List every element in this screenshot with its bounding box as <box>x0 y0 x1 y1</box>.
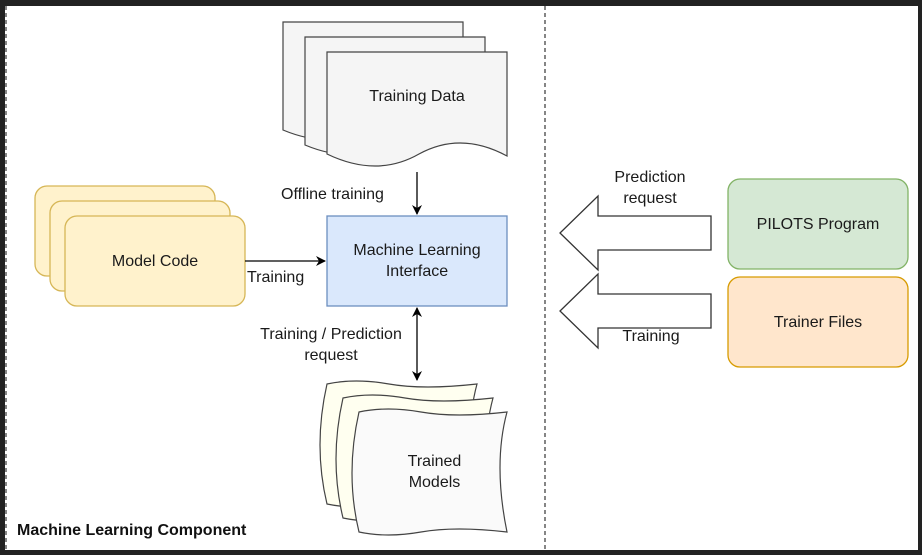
diagram-shapes <box>5 6 909 550</box>
pilots-program-node <box>727 178 909 270</box>
training-code-label: Training <box>247 269 305 286</box>
offline-training-label: Offline training <box>281 186 384 203</box>
training-data-label: Training Data <box>369 87 465 105</box>
trained-models-node <box>319 380 508 536</box>
training-prediction-label: Training / Prediction request <box>260 326 402 364</box>
prediction-request-label: Prediction request <box>614 169 686 207</box>
ml-interface-label: Machine Learning Interface <box>353 242 481 280</box>
training-external-arrow <box>559 272 712 350</box>
diagram-canvas: Training Data Model Code Machine Learnin… <box>5 6 918 550</box>
model-code-node <box>34 185 246 307</box>
training-data-node <box>282 21 508 167</box>
prediction-request-arrow <box>559 194 712 272</box>
trained-models-label: Trained Models <box>407 453 462 491</box>
training-external-label: Training <box>622 328 680 345</box>
trainer-files-label: Trainer Files <box>773 313 863 331</box>
component-title: Machine Learning Component <box>17 522 247 539</box>
pilots-program-label: PILOTS Program <box>756 215 880 233</box>
ml-interface-node <box>326 215 508 307</box>
model-code-label: Model Code <box>111 252 199 270</box>
trainer-files-node <box>727 276 909 368</box>
